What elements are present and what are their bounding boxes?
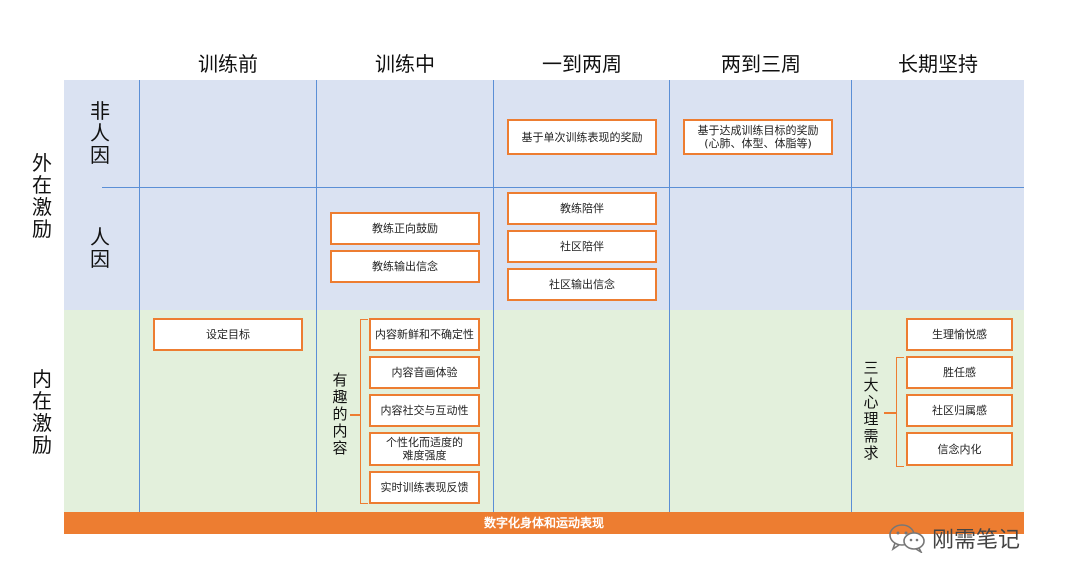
wechat-icon [889,524,925,553]
box-community-accompany-text: 社区陪伴 [560,240,604,253]
box-pleasure: 生理愉悦感 [906,318,1013,351]
box-content-difficulty: 个性化而适度的 难度强度 [369,432,480,466]
watermark-text: 刚需笔记 [932,528,1021,553]
box-competence: 胜任感 [906,356,1013,389]
box-reward-single-text: 基于单次训练表现的奖励 [521,130,643,144]
row-label-extrinsic: 外在激励 [32,151,52,241]
bracket-three-needs [896,357,904,467]
box-coach-encourage-text: 教练正向鼓励 [372,222,438,235]
grid-line-v4 [669,80,670,512]
box-content-difficulty-line2: 难度强度 [402,449,447,462]
box-community-belief: 社区输出信念 [507,268,657,301]
box-reward-goal-line2: (心肺、体型、体脂等) [704,137,812,150]
box-belief: 信念内化 [906,432,1013,466]
column-header-before: 训练前 [198,52,258,76]
box-coach-encourage: 教练正向鼓励 [330,212,480,245]
grid-line-v5 [851,80,852,512]
box-content-av-text: 内容音画体验 [391,366,458,379]
bracket-tick-fun [350,414,360,416]
box-content-social-text: 内容社交与互动性 [380,404,469,417]
grid-line-v3 [493,80,494,512]
box-pleasure-text: 生理愉悦感 [932,328,987,341]
row-label-human: 人因 [90,225,110,271]
box-reward-single: 基于单次训练表现的奖励 [507,119,657,155]
box-competence-text: 胜任感 [943,366,976,379]
box-content-feedback: 实时训练表现反馈 [369,471,480,504]
bracket-label-three-needs: 三大心理需求 [863,359,879,462]
box-belief-text: 信念内化 [937,442,982,456]
box-community-belief-text: 社区输出信念 [549,278,615,291]
row-label-non-human: 非人因 [90,99,110,167]
column-header-during: 训练中 [375,52,435,76]
box-content-social: 内容社交与互动性 [369,394,480,427]
box-content-fresh-text: 内容新鲜和不确定性 [375,328,474,341]
box-content-feedback-text: 实时训练表现反馈 [380,481,469,494]
box-belonging: 社区归属感 [906,394,1013,427]
grid-line-h [102,187,1024,188]
box-community-accompany: 社区陪伴 [507,230,657,263]
box-coach-belief-text: 教练输出信念 [372,260,438,273]
box-set-goal-text: 设定目标 [206,328,250,341]
box-coach-accompany-text: 教练陪伴 [560,202,604,215]
bracket-fun-content [360,319,368,504]
box-coach-belief: 教练输出信念 [330,250,480,283]
grid-line-v2 [316,80,317,512]
column-header-week1-2: 一到两周 [542,52,622,76]
row-label-intrinsic: 内在激励 [32,367,52,457]
column-header-long-term: 长期坚持 [898,52,978,76]
bracket-label-fun-content: 有趣的内容 [332,371,348,457]
box-reward-goal: 基于达成训练目标的奖励 (心肺、体型、体脂等) [683,119,833,155]
box-set-goal: 设定目标 [153,318,303,351]
box-content-difficulty-line1: 个性化而适度的 [386,436,463,449]
column-header-week2-3: 两到三周 [721,52,801,76]
grid-line-v1 [139,80,140,512]
box-reward-goal-line1: 基于达成训练目标的奖励 [697,124,819,137]
bottom-bar-digital-body: 数字化身体和运动表现 [64,512,1024,534]
bracket-tick-needs [884,412,896,414]
box-content-fresh: 内容新鲜和不确定性 [369,318,480,351]
box-belonging-text: 社区归属感 [932,404,987,417]
box-content-av: 内容音画体验 [369,356,480,389]
watermark: 刚需笔记 [888,521,1020,555]
box-coach-accompany: 教练陪伴 [507,192,657,225]
